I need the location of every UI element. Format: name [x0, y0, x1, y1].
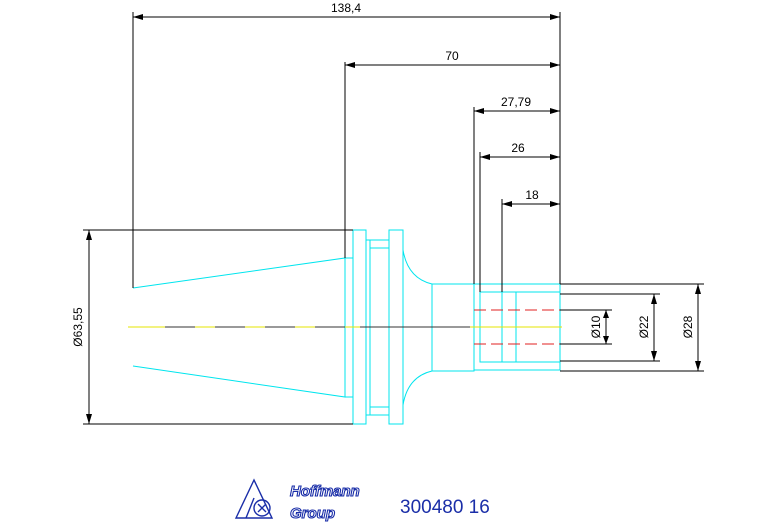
logo-text-line1: Hoffmann	[290, 483, 360, 500]
dim-length-27-79: 27,79	[501, 95, 531, 109]
dim-overall-length: 138,4	[331, 1, 361, 15]
logo-mark-icon	[234, 478, 274, 519]
dim-dia-63-55: Ø63,55	[71, 307, 85, 347]
dim-length-26: 26	[511, 141, 525, 155]
dimension-arrows	[86, 14, 701, 424]
dim-length-70: 70	[445, 49, 459, 63]
dim-dia-10: Ø10	[589, 315, 603, 338]
hidden-bore	[474, 309, 562, 345]
part-number: 300480 16	[400, 497, 490, 518]
neck-lower-fillet	[402, 370, 433, 406]
dim-dia-22: Ø22	[637, 315, 651, 338]
hoffmann-group-logo: Hoffmann Group	[234, 478, 360, 523]
dim-length-18: 18	[525, 188, 539, 202]
dimension-lines	[83, 12, 704, 425]
dim-dia-28: Ø28	[681, 315, 695, 338]
neck-upper-fillet	[402, 249, 433, 285]
logo-text-line2: Group	[290, 505, 335, 522]
